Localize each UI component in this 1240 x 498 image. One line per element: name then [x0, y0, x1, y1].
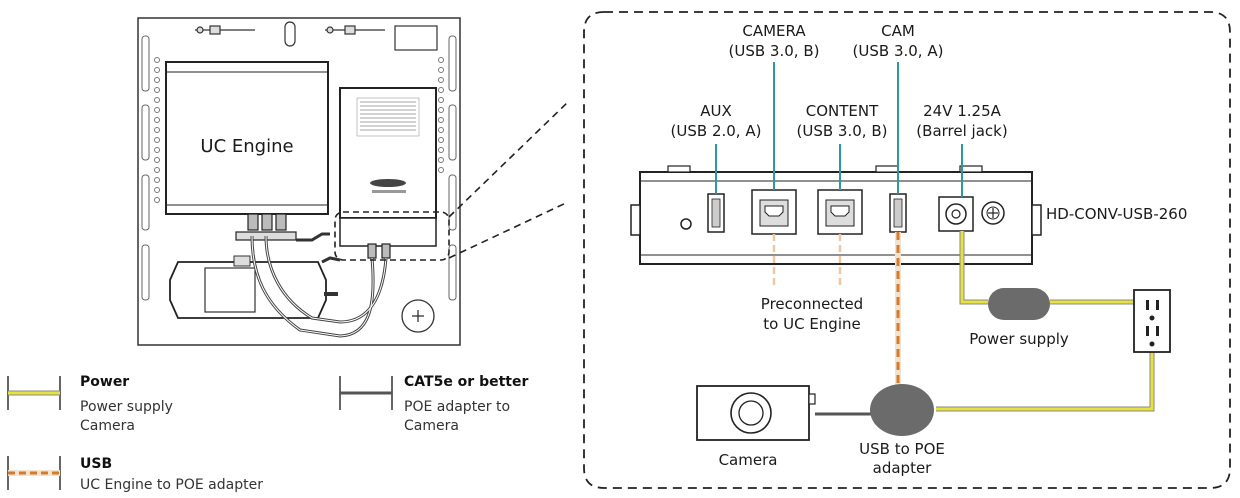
converter-device [630, 165, 1042, 265]
poe-adapter [870, 384, 934, 436]
port-camera-name: CAMERA [742, 22, 806, 40]
power-supply-brick [988, 288, 1050, 320]
legend-usb-title: USB [80, 456, 113, 472]
legend-cat5e-line2: Camera [404, 418, 459, 434]
power-supply-label: Power supply [969, 330, 1069, 348]
port-content-name: CONTENT [805, 102, 879, 120]
port-power-name: 24V 1.25A [923, 102, 1001, 120]
legend-cat5e-line1: POE adapter to [404, 399, 511, 415]
preconnected-lines [772, 234, 842, 286]
legend-swatches [7, 376, 393, 490]
legend-usb-line1: UC Engine to POE adapter [80, 477, 263, 493]
preconnected-line1: Preconnected [760, 295, 864, 313]
legend-power-line1: Power supply [80, 399, 173, 415]
mounting-panel [137, 17, 461, 346]
power-cable [936, 231, 1155, 412]
port-aux-name: AUX [700, 102, 732, 120]
port-aux-spec: (USB 2.0, A) [670, 122, 762, 140]
port-cam-spec: (USB 3.0, A) [852, 42, 944, 60]
uc-engine-label: UC Engine [200, 136, 294, 157]
preconnected-line2: to UC Engine [763, 315, 861, 333]
camera-label: Camera [718, 451, 778, 469]
legend-power-title: Power [80, 374, 130, 390]
wall-outlet [1133, 289, 1171, 353]
device-model-label: HD-CONV-USB-260 [1046, 205, 1188, 223]
port-camera-spec: (USB 3.0, B) [728, 42, 820, 60]
legend-power-line2: Camera [80, 418, 135, 434]
legend-cat5e-title: CAT5e or better [404, 374, 529, 390]
port-power-spec: (Barrel jack) [916, 122, 1008, 140]
port-content-spec: (USB 3.0, B) [796, 122, 888, 140]
camera-device [696, 385, 816, 441]
zoom-lines [448, 101, 569, 259]
port-cam-name: CAM [881, 22, 915, 40]
poe-adapter-line1: USB to POE [859, 440, 945, 458]
port-pointers [715, 62, 963, 197]
poe-adapter-line2: adapter [872, 459, 932, 477]
